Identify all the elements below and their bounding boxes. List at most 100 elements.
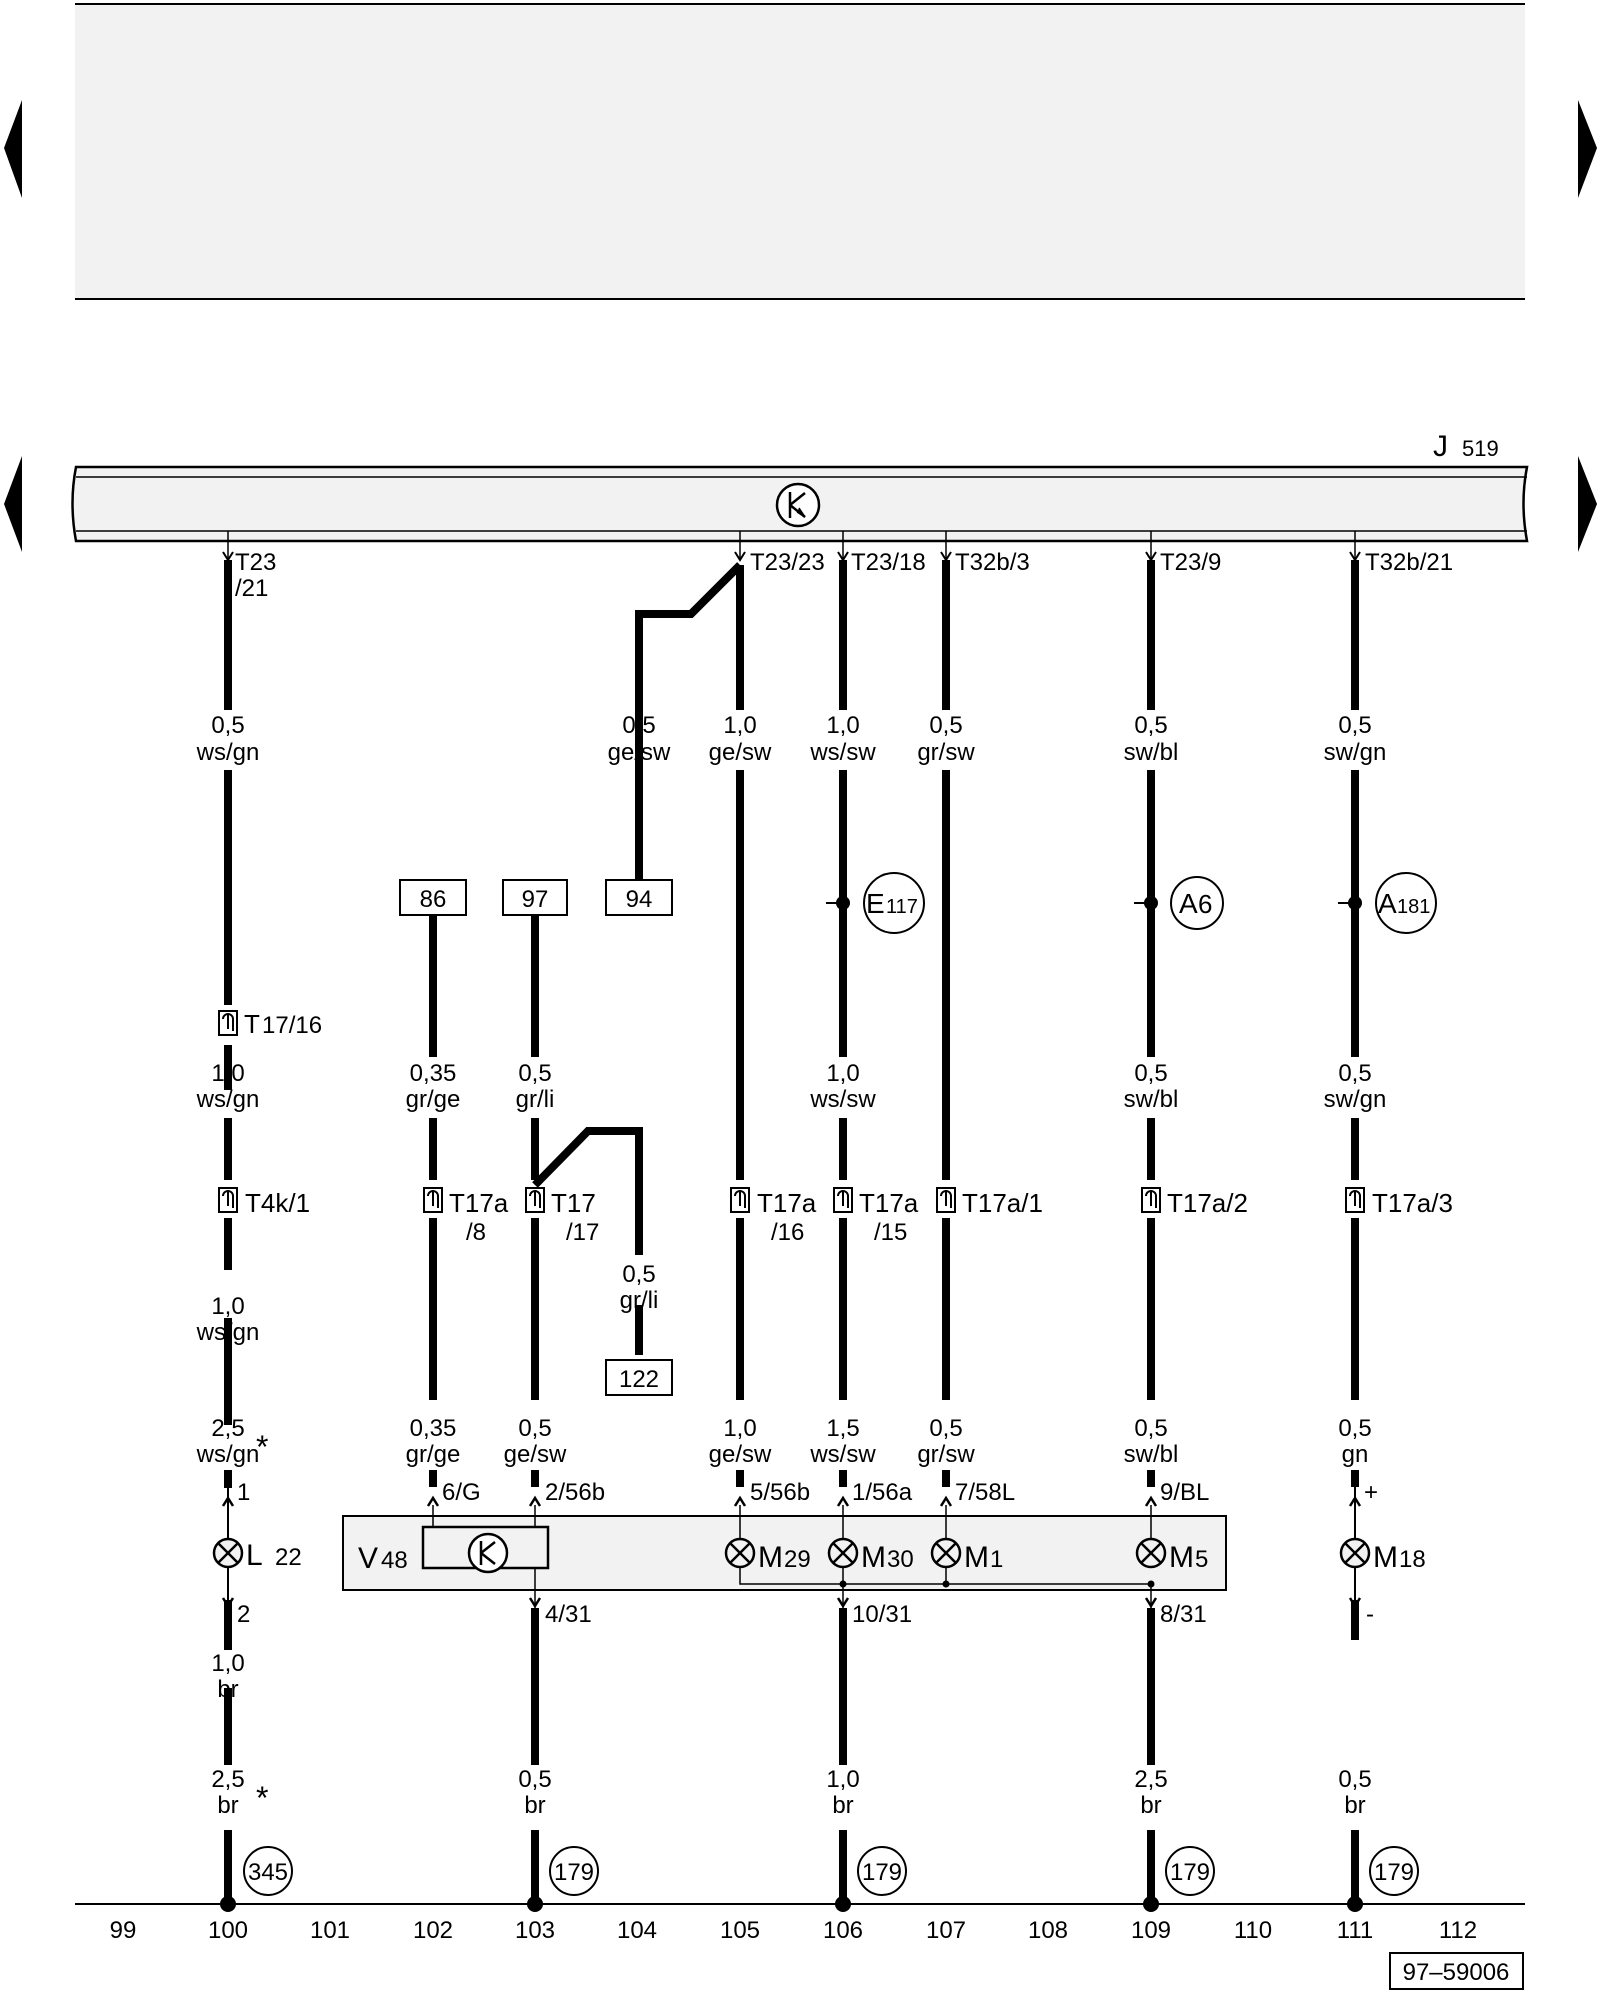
next-page-arrow-icon[interactable]	[1578, 100, 1597, 198]
lamp-m5-number: 5	[1195, 1546, 1208, 1573]
wire-103-branch	[532, 1127, 643, 1255]
terminal-t32b-3: T32b/3	[955, 549, 1030, 576]
track-number: 101	[310, 1917, 350, 1944]
connector-t17a-15-sub: /15	[874, 1219, 907, 1246]
connector-icon	[423, 1187, 443, 1213]
splice-a181-letter: A	[1378, 888, 1397, 919]
wire-size: 1,0	[211, 1060, 244, 1087]
connector-t17a-3: T17a/3	[1372, 1188, 1453, 1218]
pin-label: 9/BL	[1160, 1479, 1209, 1506]
prev-section-arrow-icon[interactable]	[4, 456, 22, 552]
j519-label-number: 519	[1462, 436, 1499, 461]
connector-t17-16-base: T	[244, 1009, 260, 1039]
connector-t17a-16-sub: /16	[771, 1219, 804, 1246]
wire-color: ge/sw	[504, 1441, 567, 1468]
connector-t17a-15: T17a	[859, 1188, 919, 1218]
terminal-t32b-21: T32b/21	[1365, 549, 1453, 576]
lamp-icon	[1339, 1537, 1371, 1569]
track-number: 108	[1028, 1917, 1068, 1944]
wire-color: sw/gn	[1324, 739, 1387, 766]
connector-t17-17: T17	[551, 1188, 596, 1218]
reference-box-122[interactable]	[605, 1359, 673, 1396]
lamp-m5-letter: M	[1169, 1541, 1194, 1574]
lamp-m1-letter: M	[964, 1541, 989, 1574]
wire-color: ge/sw	[709, 739, 772, 766]
lamp-icon	[1135, 1537, 1167, 1569]
wire-size: 0,5	[1338, 1415, 1371, 1442]
pin-label: 5/56b	[750, 1479, 810, 1506]
ground-179[interactable]	[1369, 1846, 1419, 1896]
pin-label: -	[1366, 1601, 1374, 1628]
wire-color: br	[1344, 1792, 1365, 1819]
pin-label: 8/31	[1160, 1601, 1207, 1628]
connector-icon	[1141, 1187, 1161, 1213]
splice-a6[interactable]	[1170, 876, 1224, 930]
ground-179[interactable]	[1165, 1846, 1215, 1896]
l22-label-number: 22	[275, 1544, 302, 1571]
pin-labels-top: 1 6/G 2/56b 5/56b 1/56a 7/58L 9/BL +	[237, 1479, 1378, 1506]
prev-page-arrow-icon[interactable]	[4, 100, 22, 198]
header-panel	[75, 4, 1525, 299]
pin-label: 4/31	[545, 1601, 592, 1628]
wire-color: sw/gn	[1324, 1086, 1387, 1113]
wire-color: ge/sw	[709, 1441, 772, 1468]
ground-179[interactable]	[549, 1846, 599, 1896]
track-number: 104	[617, 1917, 657, 1944]
wire-size: 1,5	[826, 1415, 859, 1442]
v48-label-number: 48	[381, 1547, 408, 1574]
track-number: 106	[823, 1917, 863, 1944]
wire-color: br	[1140, 1792, 1161, 1819]
connector-labels: T4k/1 T17a /8 T17 /17 T17a /16 T17a /15 …	[245, 1188, 1453, 1246]
splice-a6-number: 6	[1198, 889, 1212, 919]
v48-label-letter: V	[358, 1542, 378, 1575]
wire-size: 0,5	[1134, 712, 1167, 739]
figure-id-box	[1389, 1952, 1524, 1990]
wire-size: 0,5	[1134, 1060, 1167, 1087]
lamp-m1-number: 1	[990, 1546, 1003, 1573]
splice-e117[interactable]	[863, 872, 925, 934]
terminal-t23-21-sub: /21	[235, 575, 268, 602]
reference-box-94[interactable]	[605, 879, 673, 916]
l22-label-letter: L	[246, 1539, 263, 1572]
j519-label-letter: J	[1433, 430, 1448, 463]
transistor-icon	[775, 482, 821, 528]
track-number: 103	[515, 1917, 555, 1944]
splice-points: E 117 A 6 A 181	[826, 872, 1437, 934]
wire-size: 1,0	[723, 712, 756, 739]
wire-color: sw/bl	[1124, 739, 1179, 766]
connector-icon	[730, 1187, 750, 1213]
wire-size: 0,35	[410, 1415, 457, 1442]
reference-boxes: 86 97 94 122	[399, 879, 673, 1396]
lamp-m29-letter: M	[758, 1541, 783, 1574]
ground-179[interactable]	[857, 1846, 907, 1896]
connector-t17-17-sub: /17	[566, 1219, 599, 1246]
next-section-arrow-icon[interactable]	[1578, 456, 1597, 552]
pin-label: 2/56b	[545, 1479, 605, 1506]
wire-color: ws/sw	[809, 1441, 876, 1468]
wire-size: 2,5	[1134, 1766, 1167, 1793]
connector-icon	[218, 1187, 238, 1213]
wire-size: 0,5	[929, 712, 962, 739]
wire-labels-top: 0,5 ws/gn 0,5 ge/sw 1,0 ge/sw 1,0 ws/sw …	[196, 712, 1387, 766]
wire-color: gr/ge	[406, 1441, 461, 1468]
pin-labels-bottom: 2 4/31 10/31 8/31 -	[237, 1601, 1374, 1628]
wire-size: 0,5	[211, 712, 244, 739]
wire-color: br	[832, 1792, 853, 1819]
connector-t17a-8: T17a	[449, 1188, 509, 1218]
wire-size: 0,5	[518, 1415, 551, 1442]
track-number: 110	[1234, 1917, 1272, 1944]
connector-t17a-1: T17a/1	[962, 1188, 1043, 1218]
ground-345[interactable]	[243, 1846, 293, 1896]
wire-color: gr/sw	[917, 1441, 975, 1468]
splice-a6-letter: A	[1179, 888, 1198, 919]
reference-box-97[interactable]	[502, 879, 568, 916]
terminal-t23-23: T23/23	[750, 549, 825, 576]
reference-box-86[interactable]	[399, 879, 467, 916]
pin-label: 6/G	[442, 1479, 481, 1506]
wire-size: 2,5	[211, 1766, 244, 1793]
reference-122: 122	[619, 1366, 659, 1393]
splice-a181[interactable]	[1375, 872, 1437, 934]
splice-a181-number: 181	[1397, 896, 1430, 918]
track-number: 111	[1337, 1917, 1373, 1944]
connector-icon	[1345, 1187, 1365, 1213]
